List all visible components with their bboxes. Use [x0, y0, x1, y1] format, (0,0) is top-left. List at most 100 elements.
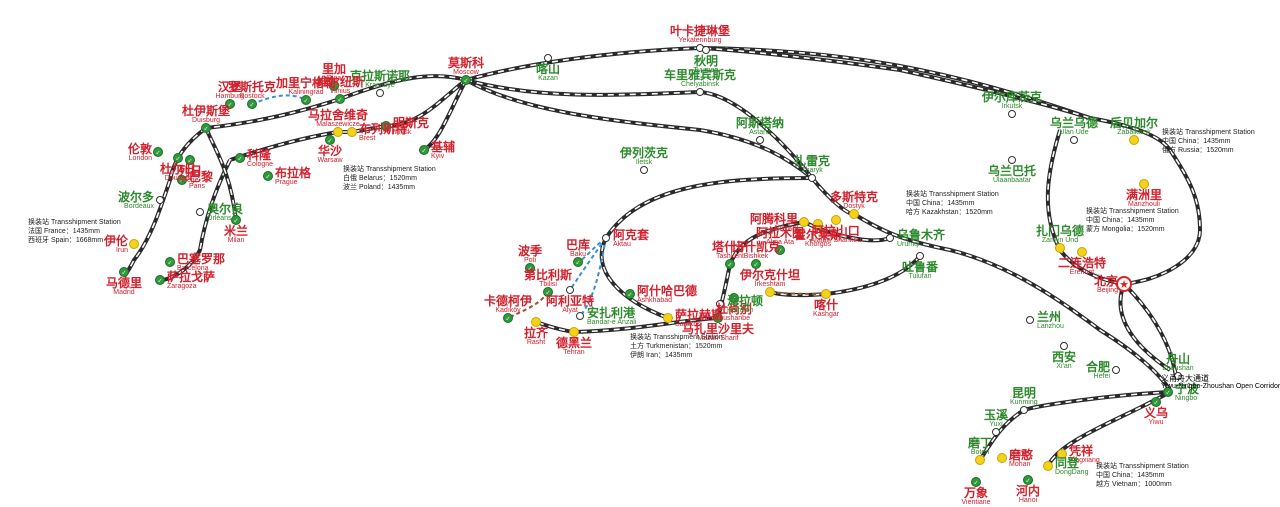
- station-marker-zabaikalsk[interactable]: [1129, 135, 1139, 145]
- station-marker-tbilisi[interactable]: ✓: [543, 287, 553, 297]
- station-marker-kashgar[interactable]: [821, 289, 831, 299]
- station-marker-duisburg[interactable]: ✓: [201, 123, 211, 133]
- check-icon: ✓: [777, 248, 782, 255]
- station-marker-tyumen[interactable]: [702, 46, 710, 54]
- station-name-en: Altynkol: [773, 224, 799, 232]
- station-marker-riga[interactable]: ✓: [329, 81, 339, 91]
- station-marker-minsk[interactable]: ✓: [381, 121, 391, 131]
- station-marker-ashgabat[interactable]: ✓: [625, 289, 635, 299]
- station-marker-krasnoye[interactable]: [376, 89, 384, 97]
- station-marker-altynkol[interactable]: [799, 217, 809, 227]
- station-marker-madrid[interactable]: ✓: [119, 267, 129, 277]
- station-marker-tehran[interactable]: [569, 327, 579, 337]
- station-marker-urumqi[interactable]: [886, 234, 894, 242]
- note-line: 波兰 Poland：1435mm: [343, 184, 415, 191]
- note-line: 法国 France：1435mm: [28, 228, 100, 235]
- station-marker-sarakhs[interactable]: [663, 313, 673, 323]
- station-marker-moscow[interactable]: ✓: [461, 75, 471, 85]
- station-marker-zamynuud[interactable]: [1055, 243, 1065, 253]
- station-name-cn: 伊尔克什坦: [740, 268, 801, 282]
- station-marker-beijing[interactable]: ★: [1116, 276, 1132, 292]
- rail-track-inner: [1123, 283, 1177, 377]
- station-name-cn: 阿什哈巴德: [637, 283, 698, 298]
- station-marker-vilnius[interactable]: ✓: [335, 94, 345, 104]
- station-marker-hairaton[interactable]: [716, 300, 724, 308]
- station-marker-rostock[interactable]: ✓: [247, 99, 257, 109]
- station-marker-dongdang[interactable]: [1043, 461, 1053, 471]
- station-marker-dourges[interactable]: ✓: [173, 153, 183, 163]
- station-marker-bishkek[interactable]: ✓: [751, 259, 761, 269]
- station-marker-prague[interactable]: ✓: [263, 171, 273, 181]
- rail-track-inner: [465, 79, 813, 179]
- station-marker-astana[interactable]: [756, 136, 764, 144]
- station-marker-khorgos[interactable]: [813, 219, 823, 229]
- station-marker-zharyk[interactable]: [808, 174, 816, 182]
- rail-track-inner: [811, 177, 1171, 391]
- station-marker-dostyk[interactable]: [849, 209, 859, 219]
- station-name-en: Kunming: [1010, 399, 1038, 406]
- station-marker-chelyabinsk[interactable]: [696, 88, 704, 96]
- station-marker-malaszewicze[interactable]: [333, 127, 343, 137]
- station-marker-zhoushan[interactable]: [1174, 372, 1182, 380]
- station-marker-dushanbe[interactable]: ✓: [729, 293, 739, 303]
- station-marker-ningbo[interactable]: ✓: [1163, 387, 1173, 397]
- station-marker-kaliningrad[interactable]: ✓: [301, 95, 311, 105]
- station-marker-paris[interactable]: ✓: [177, 175, 187, 185]
- station-marker-erenhot[interactable]: [1077, 247, 1087, 257]
- station-marker-milan[interactable]: ✓: [231, 215, 241, 225]
- station-name-en: Kashgar: [813, 311, 840, 318]
- station-marker-irkeshtam[interactable]: [765, 287, 775, 297]
- station-marker-london[interactable]: ✓: [153, 147, 163, 157]
- station-marker-baku[interactable]: ✓: [573, 257, 583, 267]
- station-marker-rasht[interactable]: [531, 317, 541, 327]
- station-marker-irun[interactable]: [129, 239, 139, 249]
- station-name-en: Mohan: [1009, 460, 1031, 468]
- station-marker-hamburg[interactable]: ✓: [225, 99, 235, 109]
- station-marker-irkutsk[interactable]: [1008, 110, 1016, 118]
- station-marker-yiwu[interactable]: ✓: [1151, 397, 1161, 407]
- station-marker-mazarisharif[interactable]: ✓: [713, 313, 723, 323]
- station-marker-bordeaux[interactable]: [156, 196, 164, 204]
- station-marker-ulanude[interactable]: [1070, 136, 1078, 144]
- station-marker-mohan[interactable]: [997, 453, 1007, 463]
- station-marker-kazan[interactable]: [544, 54, 552, 62]
- station-marker-tulufan[interactable]: [916, 252, 924, 260]
- station-name-en: Barcelona: [177, 264, 209, 272]
- station-marker-kadikoy[interactable]: ✓: [503, 313, 513, 323]
- station-marker-alyat[interactable]: [566, 286, 574, 294]
- station-marker-manzhouli[interactable]: [1139, 179, 1149, 189]
- station-marker-almaata[interactable]: ✓: [775, 245, 785, 255]
- station-marker-aktau[interactable]: [602, 234, 610, 242]
- station-marker-pingxiang[interactable]: [1057, 449, 1067, 459]
- station-marker-xian[interactable]: [1060, 342, 1068, 350]
- rail-track-inner: [979, 391, 1171, 461]
- station-marker-ulaanbaatar[interactable]: [1008, 156, 1016, 164]
- station-marker-iletsk[interactable]: [640, 166, 648, 174]
- station-marker-liege[interactable]: ✓: [185, 155, 195, 165]
- station-marker-yuxi[interactable]: [992, 428, 1000, 436]
- station-marker-bandaranzali[interactable]: [576, 312, 584, 320]
- station-marker-zaragoza[interactable]: ✓: [155, 275, 165, 285]
- station-marker-tashkent[interactable]: ✓: [725, 259, 735, 269]
- station-marker-kyiv[interactable]: ✓: [419, 145, 429, 155]
- station-name-cn: 比什凯克: [732, 240, 781, 254]
- note-line: 换装站 Transshipment Station: [1096, 463, 1189, 470]
- station-name-en: Prague: [275, 178, 298, 186]
- station-marker-poti[interactable]: ✓: [525, 263, 535, 273]
- station-marker-kunming[interactable]: [1020, 406, 1028, 414]
- station-marker-brest[interactable]: [347, 127, 357, 137]
- station-marker-cologne[interactable]: ✓: [235, 153, 245, 163]
- station-marker-barcelona[interactable]: ✓: [165, 257, 175, 267]
- station-marker-orleans[interactable]: [196, 208, 204, 216]
- station-marker-alashankou[interactable]: [831, 215, 841, 225]
- station-marker-vientiane[interactable]: ✓: [971, 477, 981, 487]
- station-marker-warsaw[interactable]: ✓: [325, 135, 335, 145]
- station-marker-hefei[interactable]: [1112, 366, 1120, 374]
- station-marker-boten[interactable]: [975, 455, 985, 465]
- station-marker-hanoi[interactable]: ✓: [1023, 475, 1033, 485]
- station-marker-lanzhou[interactable]: [1026, 316, 1034, 324]
